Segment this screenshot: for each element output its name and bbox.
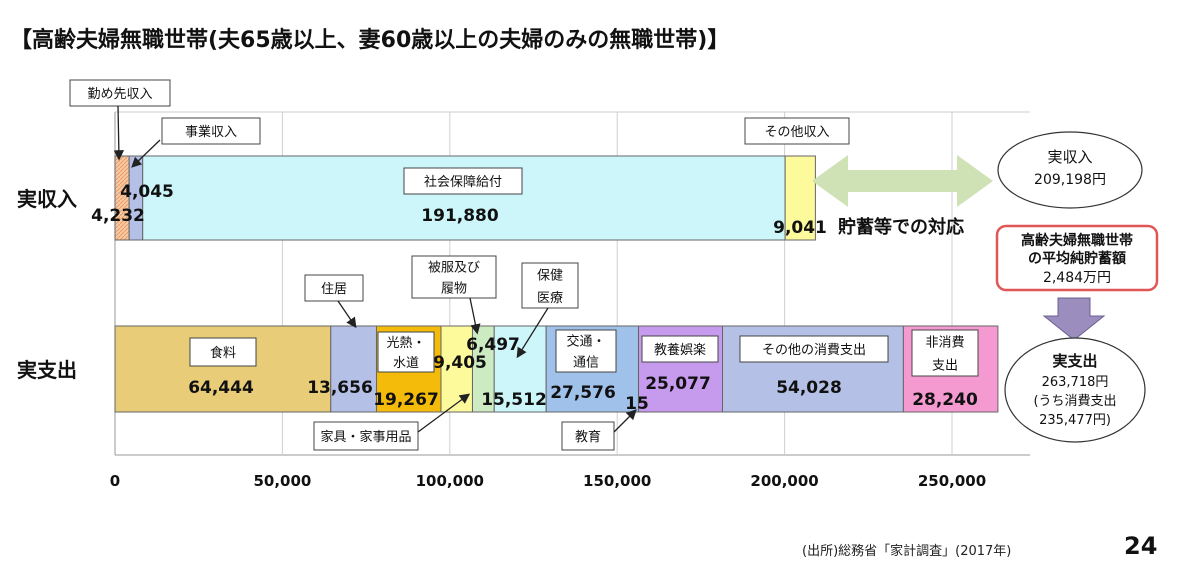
callout-hoken-text: 保健	[537, 268, 563, 283]
x-tick-label: 150,000	[583, 472, 651, 490]
data-label: 6,497	[466, 335, 520, 355]
expense-ellipse	[1004, 337, 1146, 443]
callout-sonotashohi-box	[739, 335, 889, 363]
data-label: 27,576	[550, 383, 616, 403]
down-arrow	[1042, 297, 1106, 341]
callout-hishohi-text: 非消費	[925, 336, 964, 351]
x-tick-label: 50,000	[253, 472, 311, 490]
data-label: 9,405	[433, 353, 487, 373]
x-tick-label: 250,000	[918, 472, 986, 490]
callout-sonota-box	[744, 117, 850, 145]
callout-sonota-text: その他収入	[764, 125, 829, 140]
callout-kinmusaki-box	[69, 79, 171, 107]
expense-ellipse-line3: (うち消費支出	[1033, 394, 1116, 409]
data-label: 54,028	[776, 378, 842, 398]
callout-kagu-text: 家具・家事用品	[320, 429, 411, 445]
income-ellipse-value: 209,198円	[1034, 172, 1106, 188]
callout-hifuku-text: 被服及び	[428, 261, 480, 276]
data-label: 28,240	[912, 390, 978, 410]
savings-box-line3: 2,484万円	[1043, 270, 1111, 286]
income-ellipse-title: 実収入	[1047, 148, 1092, 166]
callout-hoken-box	[521, 262, 579, 309]
callout-konetsu-box	[377, 331, 435, 373]
savings-label: 貯蓄等での対応	[838, 216, 964, 238]
x-tick-label: 100,000	[416, 472, 484, 490]
callout-kotsu-text: 通信	[573, 356, 599, 371]
callout-kinmusaki-text: 勤め先収入	[87, 87, 152, 102]
x-axis: 0 50,000 100,000 150,000 200,000 250,000	[110, 472, 986, 490]
callout-kotsu-box	[555, 329, 617, 373]
callout-jigyo-box	[161, 117, 261, 145]
expense-ellipse-value: 263,718円	[1042, 375, 1109, 390]
data-label: 4,232	[91, 206, 145, 226]
row-label: 実支出	[17, 358, 77, 382]
income-ellipse	[997, 131, 1143, 209]
data-label: 19,267	[373, 390, 439, 410]
expense-ellipse-line4: 235,477円)	[1039, 413, 1111, 428]
callout-hishohi-box	[911, 329, 979, 377]
chart-title: 【高齢夫婦無職世帯(夫65歳以上、妻60歳以上の夫婦のみの無職世帯)】	[10, 28, 730, 53]
savings-box-line1: 高齢夫婦無職世帯	[1021, 232, 1133, 249]
callout-kyoyo-box	[641, 335, 719, 363]
callout-konetsu-text: 光熱・	[386, 336, 425, 351]
data-label: 25,077	[645, 374, 711, 394]
data-label: 15	[625, 394, 649, 414]
double-arrow	[812, 155, 993, 207]
data-label: 4,045	[120, 182, 174, 202]
expense-ellipse-title: 実支出	[1052, 352, 1097, 370]
callout-arrow	[417, 393, 471, 433]
callout-kotsu-text: 交通・	[566, 334, 605, 350]
savings-box	[995, 224, 1159, 292]
callout-sonotashohi-text: その他の消費支出	[762, 343, 866, 358]
callout-shakaihosho-box	[403, 167, 523, 195]
callout-shokuryo-text: 食料	[210, 345, 236, 361]
callout-shokuryo-box	[189, 337, 257, 367]
callout-arrow	[113, 105, 125, 161]
callout-hifuku-text: 履物	[441, 282, 467, 297]
data-label: 9,041	[773, 218, 827, 238]
callout-kagu-box	[313, 421, 419, 451]
callout-arrow	[613, 409, 637, 433]
callout-hoken-text: 医療	[537, 291, 563, 306]
bar-segment	[493, 325, 547, 413]
data-label: 15,512	[481, 390, 547, 410]
page-number: 24	[1124, 532, 1158, 560]
callout-arrow	[337, 300, 357, 329]
row-label: 実収入	[17, 187, 77, 211]
callout-arrow	[516, 307, 549, 359]
data-label: 64,444	[188, 378, 254, 398]
savings-box-line2: の平均純貯蓄額	[1028, 250, 1126, 267]
callout-jukyo-text: 住居	[321, 282, 347, 297]
source-note: (出所)総務省「家計調査」(2017年)	[802, 544, 1012, 559]
callout-arrow	[131, 139, 161, 168]
callout-shakaihosho-text: 社会保障給付	[424, 174, 502, 190]
data-label: 191,880	[421, 206, 499, 226]
data-label: 13,656	[307, 378, 373, 398]
x-tick-label: 200,000	[750, 472, 818, 490]
callout-jigyo-text: 事業収入	[185, 124, 237, 140]
callout-konetsu-text: 水道	[393, 356, 419, 371]
callout-kyoyo-text: 教養娯楽	[654, 342, 706, 358]
callout-arrow	[469, 297, 481, 335]
callout-kyoiku-text: 教育	[575, 429, 601, 445]
callout-kyoiku-box	[561, 421, 615, 451]
bar-segment	[330, 325, 377, 413]
callout-hifuku-box	[411, 255, 497, 299]
bar-segment	[784, 155, 816, 241]
callout-hishohi-text: 支出	[932, 359, 958, 374]
callout-jukyo-box	[304, 274, 364, 302]
x-tick-label: 0	[110, 472, 120, 490]
